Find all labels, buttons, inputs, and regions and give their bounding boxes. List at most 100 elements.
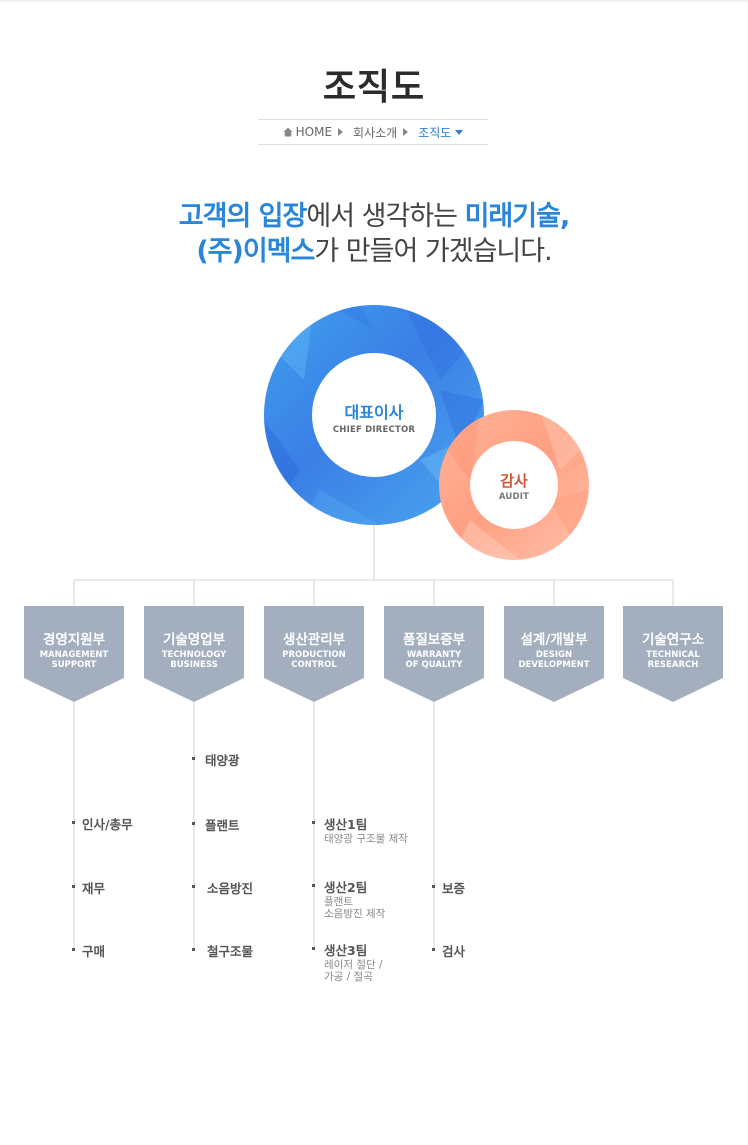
bullet-dot	[192, 948, 195, 951]
dept-banner-shape	[504, 606, 604, 702]
slogan-highlight: (주)이멕스	[196, 236, 315, 267]
breadcrumb-section[interactable]: 회사소개	[353, 124, 397, 141]
team-item: 태양광	[205, 750, 240, 769]
audit-title: 감사	[500, 472, 528, 490]
bullet-dot	[72, 821, 75, 824]
team-item: 소음방진	[207, 878, 253, 897]
team-description: 레이저 절단 /	[324, 959, 383, 971]
breadcrumb-home[interactable]: HOME	[283, 125, 332, 139]
ceo-title: 대표이사	[344, 403, 404, 422]
slogan-line-2: (주)이멕스가 만들어 가겠습니다.	[0, 229, 748, 268]
dept-subtitle-line-1: TECHNICAL	[646, 650, 700, 660]
slogan-highlight: 고객의 입장	[178, 201, 308, 232]
audit-subtitle: AUDIT	[498, 492, 530, 502]
bullet-dot	[72, 948, 75, 951]
team-title: 구매	[82, 944, 106, 959]
team-title: 인사/총무	[82, 817, 133, 832]
team-item: 재무	[82, 878, 105, 897]
team-description: 태양광 구조물 제작	[324, 833, 408, 845]
dept-subtitle-line-1: TECHNOLOGY	[161, 650, 227, 660]
dept-banner-shape	[384, 606, 484, 702]
team-description: 가공 / 절곡	[324, 971, 373, 983]
audit-node: 감사 AUDIT	[474, 470, 554, 502]
dept-subtitle-line-1: MANAGEMENT	[39, 650, 109, 660]
breadcrumb-home-label: HOME	[295, 125, 333, 139]
team-item: 생산2팀 플랜트 소음방진 제작	[324, 877, 385, 920]
breadcrumb-current-dropdown[interactable]: 조직도	[418, 124, 464, 141]
team-title: 생산3팀	[324, 943, 368, 958]
team-item: 보증	[442, 878, 465, 897]
ceo-node: 대표이사 CHIEF DIRECTOR	[324, 399, 424, 435]
dept-subtitle-line-2: SUPPORT	[51, 660, 97, 670]
dept-subtitle-line-1: WARRANTY	[406, 650, 462, 660]
bullet-dot	[312, 821, 315, 824]
bullet-dot	[192, 885, 195, 888]
team-item: 생산3팀 레이저 절단 / 가공 / 절곡	[324, 940, 383, 983]
breadcrumb-current-label: 조직도	[418, 125, 452, 140]
dept-title: 기술연구소	[641, 632, 705, 648]
slogan-line-1: 고객의 입장에서 생각하는 미래기술,	[0, 194, 748, 233]
dept-banner-shape	[623, 606, 723, 702]
bullet-dot	[192, 757, 195, 760]
caret-down-icon	[455, 129, 464, 135]
dept-subtitle-line-1: PRODUCTION	[282, 650, 346, 660]
top-border	[0, 0, 748, 2]
bullet-dot	[432, 885, 435, 888]
team-title: 플랜트	[205, 818, 240, 833]
dept-subtitle-line-2: RESEARCH	[647, 660, 699, 670]
team-title: 검사	[442, 944, 466, 959]
team-title: 태양광	[205, 753, 240, 768]
bullet-dot	[432, 948, 435, 951]
dept-title: 경영지원부	[42, 632, 106, 648]
team-item: 구매	[82, 941, 105, 960]
team-description: 플랜트	[324, 896, 353, 908]
slogan-text: 에서 생각하는	[306, 201, 465, 232]
bullet-dot	[312, 884, 315, 887]
team-title: 재무	[82, 881, 106, 896]
dept-subtitle-line-2: BUSINESS	[170, 660, 218, 670]
dept-title: 설계/개발부	[520, 632, 588, 648]
dept-title: 생산관리부	[282, 632, 346, 648]
connector-lines	[73, 522, 674, 950]
team-title: 보증	[442, 881, 466, 896]
audit-circle	[439, 410, 589, 560]
slogan-highlight: 미래기술,	[464, 201, 571, 232]
team-title: 생산2팀	[324, 880, 368, 895]
team-title: 소음방진	[207, 881, 254, 896]
team-item: 플랜트	[205, 815, 240, 834]
bullet-dot	[72, 885, 75, 888]
bullet-dot	[312, 947, 315, 950]
dept-title: 품질보증부	[402, 632, 466, 648]
chevron-right-icon	[403, 128, 409, 136]
bullet-dot	[192, 822, 195, 825]
team-item: 인사/총무	[82, 814, 133, 833]
team-title: 생산1팀	[324, 817, 368, 832]
dept-subtitle-line-2: OF QUALITY	[405, 660, 463, 670]
team-title: 철구조물	[207, 944, 254, 959]
team-description: 소음방진 제작	[324, 908, 386, 920]
ceo-subtitle: CHIEF DIRECTOR	[332, 425, 416, 435]
chevron-right-icon	[338, 128, 344, 136]
team-item: 검사	[442, 941, 465, 960]
dept-subtitle-line-2: DEVELOPMENT	[518, 660, 590, 670]
dept-banner-shape	[144, 606, 244, 702]
team-item: 철구조물	[207, 941, 253, 960]
page-title: 조직도	[322, 67, 426, 108]
breadcrumb-section-label: 회사소개	[353, 125, 398, 140]
team-item: 생산1팀 태양광 구조물 제작	[324, 814, 408, 845]
dept-banner-shape	[264, 606, 364, 702]
dept-banner-shape	[24, 606, 124, 702]
slogan-text: 가 만들어 가겠습니다.	[314, 236, 552, 267]
